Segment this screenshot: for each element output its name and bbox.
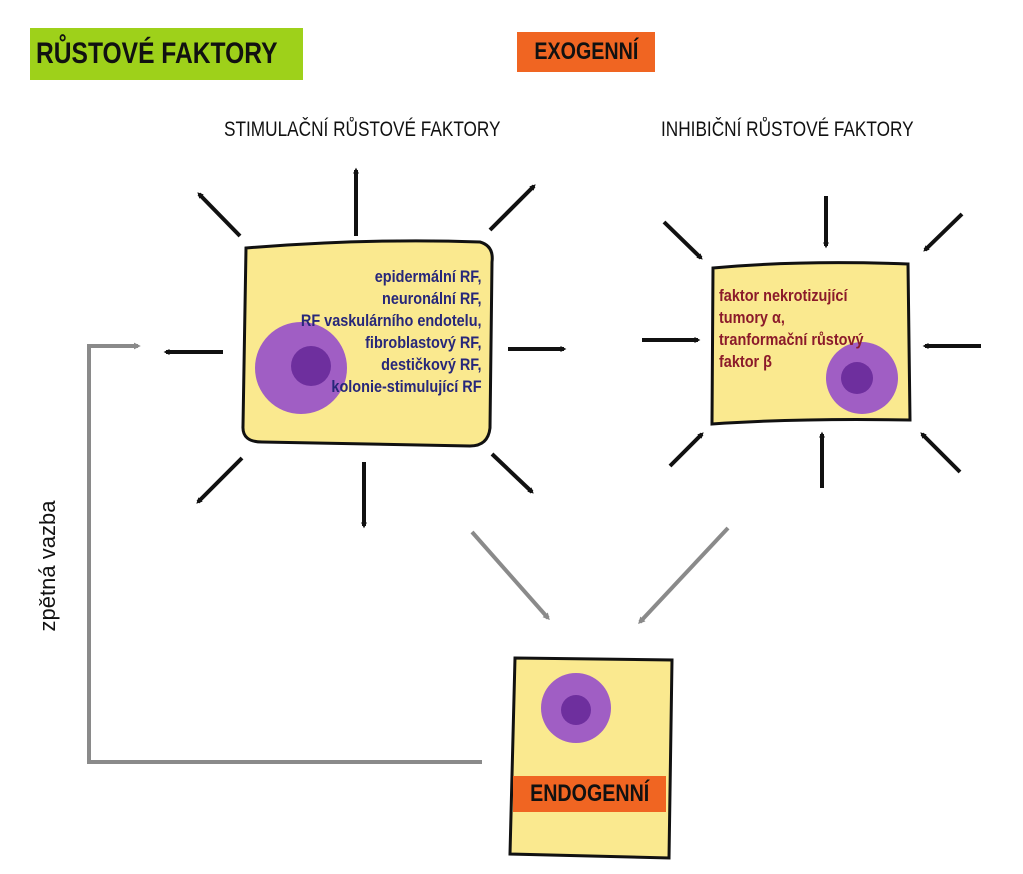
stim-arrow-up-left	[197, 192, 242, 238]
inhib-factor: tranformační růstový	[719, 330, 864, 349]
stimulating-factors-list: epidermální RF, neuronální RF, RF vaskul…	[301, 266, 482, 398]
exogenous-label: EXOGENNÍ	[534, 38, 638, 65]
endo-nucleus-inner	[561, 695, 591, 725]
stim-arrow-up-right	[488, 184, 536, 232]
stim-factor: fibroblastový RF,	[365, 333, 482, 352]
page-title: RŮSTOVÉ FAKTORY	[36, 37, 278, 70]
inhibiting-factors-list: faktor nekrotizující tumory α, tranforma…	[719, 285, 864, 373]
stim-arrow-down-right	[490, 452, 534, 494]
inhib-arrow-top-left	[662, 220, 703, 260]
gray-arrow-from-stimulating	[470, 530, 550, 621]
inhib-arrow-bottom-left	[668, 432, 704, 468]
inhib-nucleus-inner	[841, 362, 873, 394]
exogenous-badge: EXOGENNÍ	[517, 32, 655, 72]
inhibiting-heading: INHIBIČNÍ RŮSTOVÉ FAKTORY	[661, 118, 914, 141]
stim-factor: neuronální RF,	[382, 289, 482, 308]
stim-factor: kolonie-stimulující RF	[331, 377, 482, 396]
stimulating-heading: STIMULAČNÍ RŮSTOVÉ FAKTORY	[224, 118, 501, 141]
feedback-arrow	[87, 342, 482, 764]
stim-factor: epidermální RF,	[375, 267, 482, 286]
stim-nucleus-inner	[291, 346, 331, 386]
endogenous-label: ENDOGENNÍ	[529, 780, 650, 807]
title-badge: RŮSTOVÉ FAKTORY	[30, 28, 303, 80]
inhib-factor: tumory α,	[719, 308, 785, 327]
inhib-arrow-top-right	[923, 212, 964, 252]
stim-factor: destičkový RF,	[381, 355, 482, 374]
inhib-arrow-bottom-right	[920, 432, 962, 474]
stim-arrow-down-left	[196, 456, 244, 504]
endogenous-badge: ENDOGENNÍ	[513, 776, 666, 812]
inhib-factor: faktor nekrotizující	[719, 286, 848, 305]
gray-arrow-from-inhibiting	[638, 526, 730, 625]
feedback-label: zpětná vazba	[35, 500, 60, 632]
inhib-factor: faktor β	[719, 352, 772, 371]
stim-factor: RF vaskulárního endotelu,	[301, 311, 482, 330]
